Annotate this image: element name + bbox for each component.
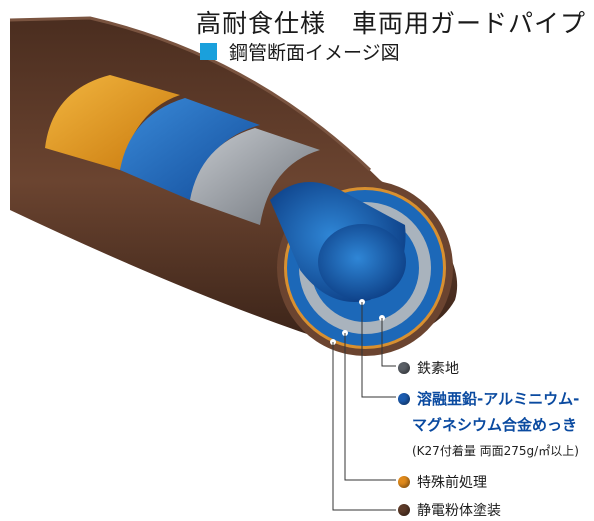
label-steel-base: 鉄素地 [398, 358, 459, 378]
subtitle-swatch [200, 43, 217, 60]
plating-note: (K27付着量 両面275g/㎡以上) [412, 444, 579, 458]
pretreatment-layer [45, 75, 180, 170]
steel-layer [190, 128, 320, 225]
pipe-inner-hollow [318, 224, 406, 300]
leader-coating [332, 342, 396, 511]
label-plating-line2: マグネシウム合金めっき [412, 414, 577, 435]
pretreatment-dot-icon [398, 476, 410, 488]
steel-dot-icon [398, 362, 410, 374]
leader-pretreatment [344, 333, 396, 481]
plating-layer [120, 98, 260, 200]
plating-dot-icon [398, 392, 410, 405]
leader-plating [361, 302, 396, 398]
label-coating-text: 静電粉体塗装 [417, 503, 501, 519]
page-title: 高耐食仕様 車両用ガードパイプ [196, 9, 587, 38]
subtitle-text: 鋼管断面イメージ図 [229, 42, 400, 64]
label-plating-text: 溶融亜鉛-アルミニウム- [417, 390, 580, 408]
label-pretreatment-text: 特殊前処理 [417, 475, 487, 491]
label-steel-text: 鉄素地 [417, 361, 459, 377]
label-plating: 溶融亜鉛-アルミニウム- [398, 388, 579, 409]
pipe-top-edge [9, 16, 372, 172]
label-pretreatment: 特殊前処理 [398, 472, 487, 492]
page-subtitle: 鋼管断面イメージ図 [200, 38, 400, 65]
label-powder-coating: 静電粉体塗装 [398, 500, 501, 520]
coating-dot-icon [398, 504, 410, 516]
leader-steel [381, 318, 396, 367]
label-plating-text2: マグネシウム合金めっき [412, 416, 578, 434]
